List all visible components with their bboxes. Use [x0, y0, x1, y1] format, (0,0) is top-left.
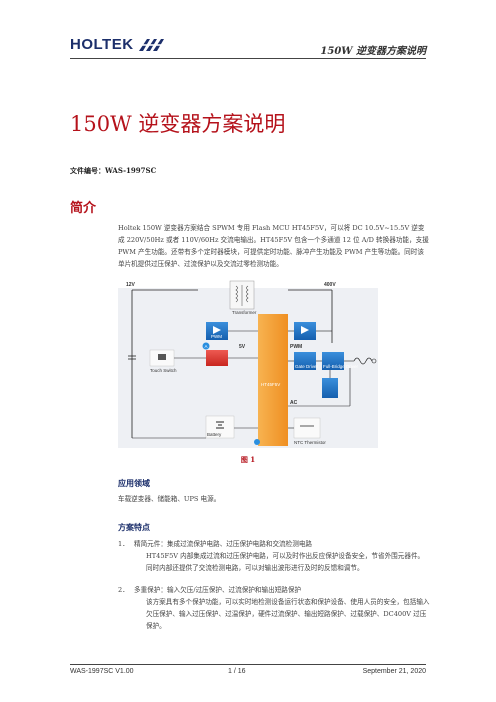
feature-item-2: 2． 多重保护：输入欠压/过压保护、过流保护和输出短路保护 该方案具有多个保护功…: [118, 584, 430, 644]
label-battery: Battery: [207, 432, 222, 437]
intro-text: Holtek 150W 逆变器方案结合 SPWM 专用 Flash MCU HT…: [118, 224, 429, 268]
capacitor-icon: [128, 355, 136, 360]
footer-doc-version: WAS-1997SC V1.00: [70, 668, 134, 675]
label-pwm-left: PWM: [211, 334, 222, 339]
intro-heading: 简介: [70, 201, 97, 216]
holtek-wing-icon: [138, 38, 165, 51]
label-transformer: Transformer: [232, 310, 257, 315]
header-rule: [70, 58, 426, 59]
feature-num: 1．: [118, 540, 129, 548]
label-12v: 12V: [126, 282, 136, 288]
applications-heading: 应用领域: [118, 478, 150, 488]
feedback-block: [322, 378, 338, 398]
feature-num: 2．: [118, 586, 129, 594]
holtek-logo: HOLTEK: [70, 36, 167, 53]
doc-number: 文件编号：WAS-1997SC: [70, 166, 157, 175]
label-5v: 5V: [239, 344, 246, 350]
label-gate-driver: Gate Driver: [295, 364, 319, 369]
svg-text:A: A: [205, 344, 208, 349]
footer-rule: [70, 664, 426, 665]
badge-b-icon: [254, 439, 260, 445]
ntc-block: [293, 417, 321, 439]
feature-body: 该方案具有多个保护功能，可以实时地检测设备运行状态和保护设备、使用人员的安全，包…: [146, 598, 430, 630]
full-bridge-right-block: [322, 352, 344, 370]
feature-head: 精简元件：集成过流保护电路、过压保护电路和交流检测电路: [134, 540, 313, 548]
figure-caption: 图 1: [240, 455, 256, 464]
label-pwm-right: PWM: [290, 344, 302, 350]
label-mcu: HT45F5V: [261, 382, 280, 387]
label-ac: AC: [290, 400, 298, 406]
mcu-block: [258, 314, 288, 446]
footer-page-number: 1 / 16: [228, 668, 246, 675]
power-5v-block: [206, 350, 228, 366]
brand-name: HOLTEK: [70, 36, 134, 53]
running-title: 150W 逆变器方案说明: [320, 46, 426, 57]
footer-date: September 21, 2020: [362, 668, 426, 675]
battery-block: [205, 415, 235, 439]
label-ntc: NTC Thermistor: [294, 440, 326, 445]
features-heading: 方案特点: [118, 522, 150, 532]
full-bridge-left-block: [294, 352, 316, 370]
feature-body: HT45F5V 内部集成过流和过压保护电路，可以及时作出反应保护设备安全，节省外…: [146, 552, 425, 572]
page-title: 150W 逆变器方案说明: [70, 112, 286, 136]
ac-wave-icon: [353, 357, 373, 365]
label-full-bridge: Full-Bridge Driver: [323, 364, 359, 369]
feature-item-1: 1． 精简元件：集成过流保护电路、过压保护电路和交流检测电路 HT45F5V 内…: [118, 538, 430, 578]
amplifier-icon: [213, 326, 221, 334]
label-400v: 400V: [324, 282, 336, 288]
applications-text: 车载逆变器、储能箱、UPS 电源。: [118, 495, 221, 503]
badge-a-icon: [202, 342, 210, 350]
feature-head: 多重保护：输入欠压/过压保护、过流保护和输出短路保护: [134, 586, 302, 594]
gate-driver-amp-icon: [301, 326, 309, 334]
block-diagram: 12V 400V Transformer HT45F5V PWM 5V A To…: [118, 280, 378, 448]
label-touch-switch: Touch Switch: [150, 368, 177, 373]
transformer-icon: [229, 280, 255, 310]
battery-icon: [216, 421, 224, 429]
